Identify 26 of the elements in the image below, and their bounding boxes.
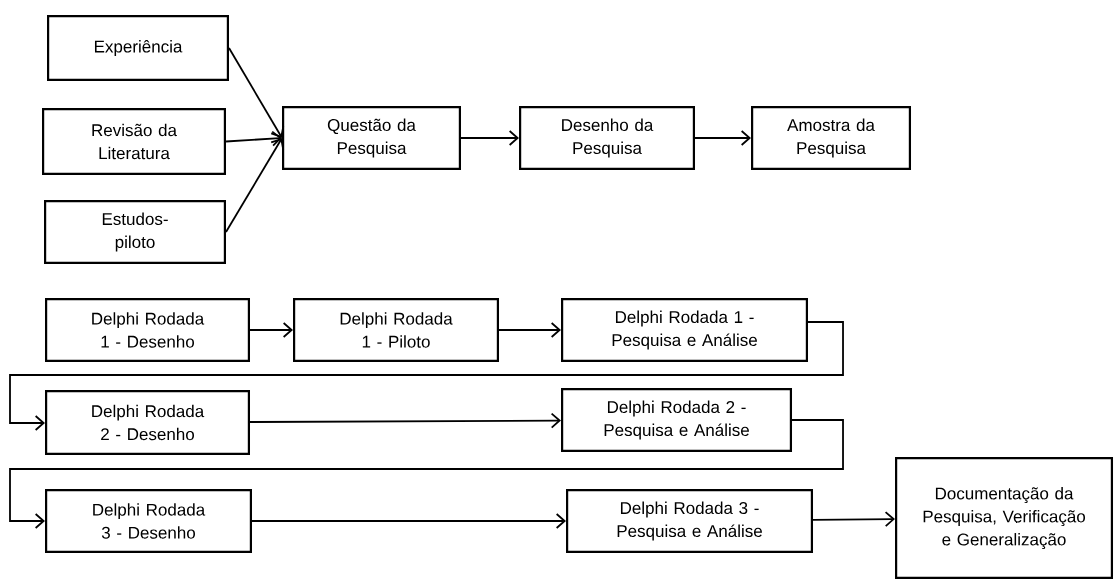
arrow [694,130,751,146]
arrow [9,321,844,431]
arrow [9,419,844,529]
arrow [812,511,895,528]
process-box: Questão da Pesquisa [282,106,461,170]
process-box: Desenho da Pesquisa [519,106,695,170]
process-box: Revisão da Literatura [42,108,226,175]
process-box: Estudos-piloto [44,200,226,264]
process-box: Delphi Rodada 2 - Desenho [45,390,250,455]
process-box: Experiência [47,15,229,81]
process-box: Documentação da Pesquisa, Verificação e Generalização [895,457,1113,579]
arrow [460,130,519,146]
arrow [228,47,285,138]
process-box: Delphi Rodada 1 - Piloto [293,298,499,362]
process-box: Delphi Rodada 2 - Pesquisa e Análise [561,388,792,452]
process-box: Amostra da Pesquisa [751,106,911,170]
arrow [498,322,561,338]
process-box: Delphi Rodada 3 - Pesquisa e Análise [566,489,813,553]
process-box: Delphi Rodada 1 - Desenho [45,298,250,362]
arrow [249,322,293,338]
arrow [225,138,285,233]
process-box: Delphi Rodada 1 - Pesquisa e Análise [561,298,808,362]
process-box: Delphi Rodada 3 - Desenho [45,489,252,553]
arrow [225,130,282,147]
arrow [251,513,566,529]
arrow [249,412,561,429]
